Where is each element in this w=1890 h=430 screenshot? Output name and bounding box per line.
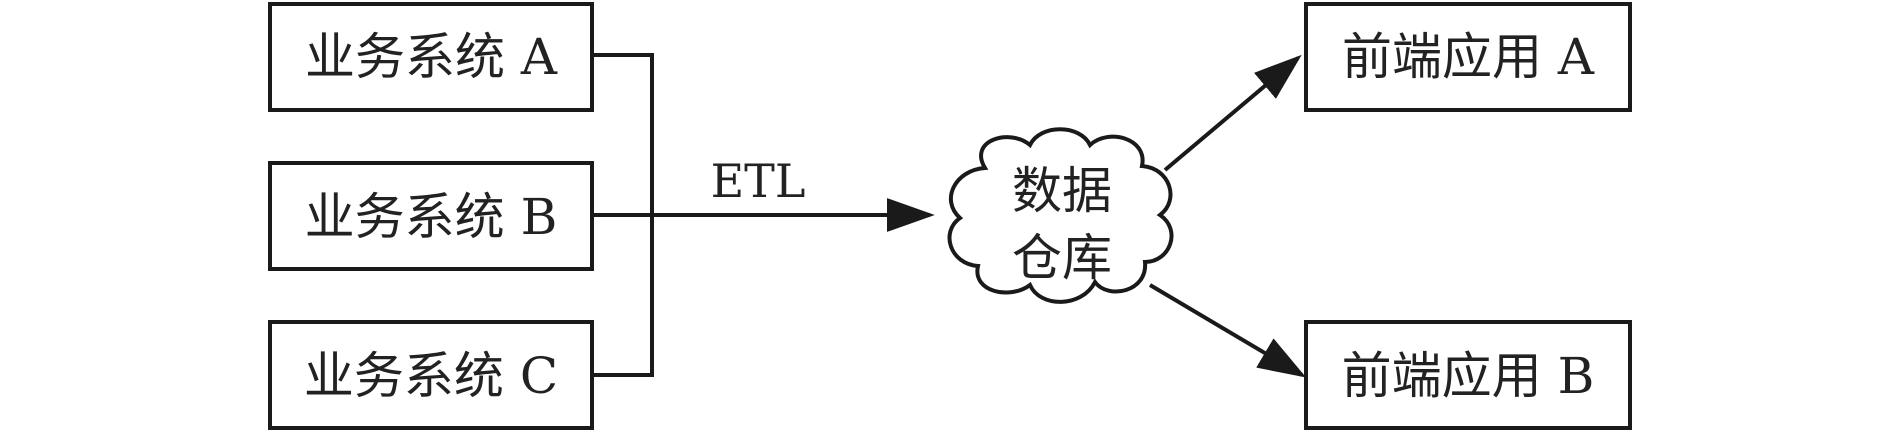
warehouse-label-line2: 仓库 <box>1012 229 1112 287</box>
data-warehouse-cloud: 数据 仓库 <box>947 127 1174 304</box>
source-label-b: 业务系统 B <box>305 188 558 246</box>
source-box-c: 业务系统 C <box>268 320 594 430</box>
source-box-b: 业务系统 B <box>268 161 594 271</box>
target-label-a: 前端应用 A <box>1342 28 1595 86</box>
source-label-a: 业务系统 A <box>305 28 558 86</box>
etl-label: ETL <box>711 154 806 208</box>
source-box-a: 业务系统 A <box>268 2 594 112</box>
source-label-c: 业务系统 C <box>304 347 558 405</box>
target-label-b: 前端应用 B <box>1342 347 1595 405</box>
arrow-to-app-b <box>1148 283 1307 378</box>
target-box-a: 前端应用 A <box>1304 2 1632 112</box>
target-box-b: 前端应用 B <box>1304 320 1632 430</box>
cloud-shape <box>947 127 1174 304</box>
arrow-to-app-a <box>1163 54 1302 172</box>
warehouse-label-line1: 数据 <box>1012 162 1112 220</box>
